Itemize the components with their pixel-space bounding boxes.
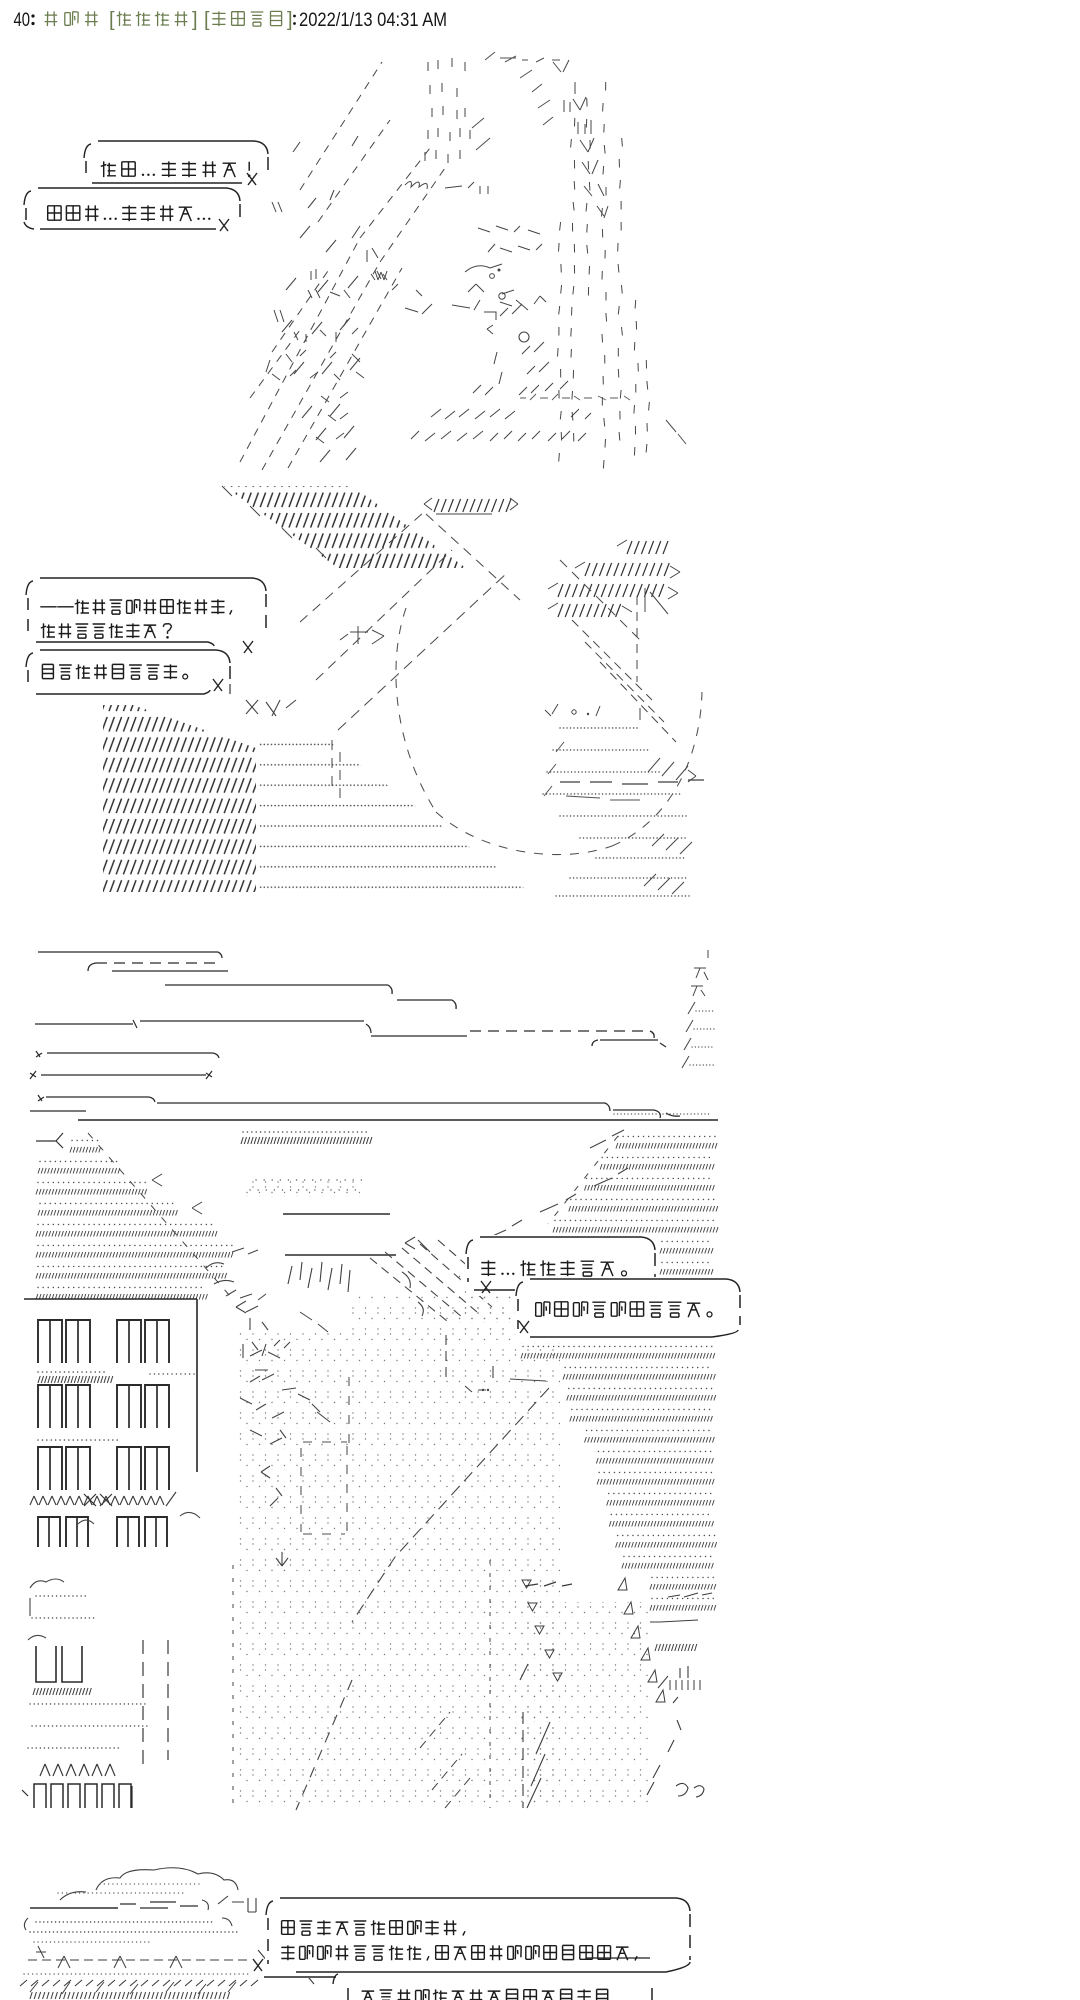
svg-text:[: [ [204, 9, 210, 31]
svg-text:]: ] [192, 9, 198, 31]
svg-text:40: 40 [14, 9, 31, 31]
svg-text:2022/1/13 04:31 AM: 2022/1/13 04:31 AM [299, 9, 447, 31]
svg-text:[: [ [109, 9, 115, 31]
svg-text:]: ] [287, 9, 293, 31]
